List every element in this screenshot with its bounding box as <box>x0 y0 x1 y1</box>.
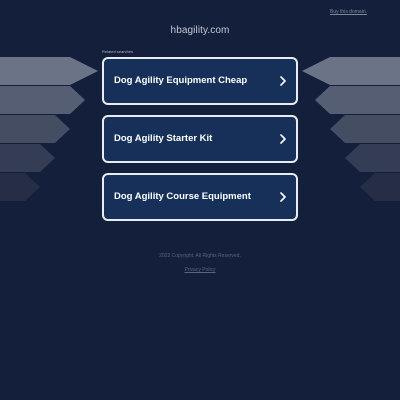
buy-domain-link[interactable]: Buy this domain. <box>330 9 367 15</box>
chevron-right-icon <box>280 192 286 202</box>
right-wing-stripe <box>345 144 400 172</box>
left-wing-stripe <box>0 57 98 85</box>
chevron-right-icon <box>280 134 286 144</box>
related-search-button[interactable]: Dog Agility Course Equipment <box>102 173 298 221</box>
related-search-label: Dog Agility Starter Kit <box>114 133 213 144</box>
left-wing-stripe <box>0 115 70 143</box>
right-wing-stripe <box>330 115 400 143</box>
right-wing-stripe <box>315 86 400 114</box>
left-wing-stripe <box>0 173 40 201</box>
right-wing-stripe <box>360 173 400 201</box>
chevron-right-icon <box>280 76 286 86</box>
left-wing-stripe <box>0 86 85 114</box>
related-search-label: Dog Agility Equipment Cheap <box>114 75 248 86</box>
privacy-policy-link[interactable]: Privacy Policy <box>184 267 216 273</box>
left-wing-stripe <box>0 144 55 172</box>
privacy-policy-row: Privacy Policy <box>0 267 400 273</box>
domain-title: hbagility.com <box>170 25 230 36</box>
right-wing-stripe <box>302 57 400 85</box>
related-searches-label: Related searches <box>102 49 134 54</box>
related-search-label: Dog Agility Course Equipment <box>114 191 251 202</box>
copyright-text: 2022 Copyright. All Rights Reserved. <box>159 253 241 259</box>
related-search-button[interactable]: Dog Agility Starter Kit <box>102 115 298 163</box>
related-search-button[interactable]: Dog Agility Equipment Cheap <box>102 57 298 105</box>
